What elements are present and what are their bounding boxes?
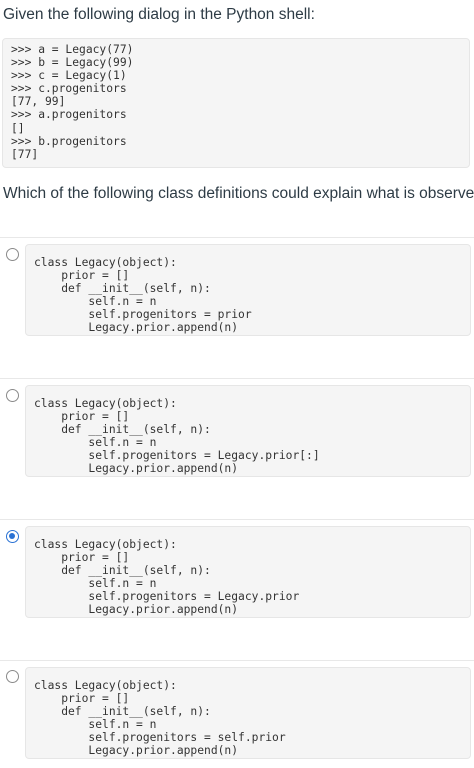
option-divider <box>0 237 474 238</box>
option-code-line: self.progenitors = Legacy.prior <box>34 590 300 604</box>
question-text: Which of the following class definitions… <box>3 185 474 202</box>
shell-line: >>> b = Legacy(99) <box>11 56 134 70</box>
option-4-code-block[interactable]: class Legacy(object): prior = [] def __i… <box>25 667 471 759</box>
shell-line: >>> a = Legacy(77) <box>11 43 134 56</box>
shell-line: >>> a.progenitors <box>11 108 127 122</box>
option-code-line: self.n = n <box>34 436 157 450</box>
shell-line: [77] <box>11 147 39 161</box>
option-divider <box>0 660 474 661</box>
option-code-line: prior = [] <box>34 410 130 424</box>
option-code-line: prior = [] <box>34 551 130 565</box>
option-code-line: def __init__(self, n): <box>34 423 211 437</box>
option-code-line: prior = [] <box>34 269 130 283</box>
option-1-code-block[interactable]: class Legacy(object): prior = [] def __i… <box>25 244 471 336</box>
option-4-radio[interactable] <box>6 670 19 683</box>
option-divider <box>0 519 474 520</box>
option-code-line: def __init__(self, n): <box>34 705 211 719</box>
option-code-line: self.n = n <box>34 718 157 732</box>
option-code-line: class Legacy(object): <box>34 679 177 692</box>
option-code-line: Legacy.prior.append(n) <box>34 321 239 335</box>
option-code-line: class Legacy(object): <box>34 256 177 269</box>
option-code-line: def __init__(self, n): <box>34 564 211 578</box>
option-3-code-block[interactable]: class Legacy(object): prior = [] def __i… <box>25 526 471 618</box>
shell-dialog-code-block: >>> a = Legacy(77) >>> b = Legacy(99) >>… <box>2 38 470 168</box>
shell-line: >>> c = Legacy(1) <box>11 69 127 83</box>
option-code-line: Legacy.prior.append(n) <box>34 462 239 476</box>
option-code-line: class Legacy(object): <box>34 538 177 551</box>
question-prompt: Given the following dialog in the Python… <box>3 6 315 23</box>
shell-line: [77, 99] <box>11 95 66 109</box>
option-1-radio[interactable] <box>6 248 19 261</box>
shell-line: >>> c.progenitors <box>11 82 127 96</box>
option-code-line: Legacy.prior.append(n) <box>34 744 239 758</box>
option-code-line: def __init__(self, n): <box>34 282 211 296</box>
option-2-code-block[interactable]: class Legacy(object): prior = [] def __i… <box>25 385 471 477</box>
option-3-radio[interactable] <box>6 530 19 543</box>
option-2-radio[interactable] <box>6 389 19 402</box>
option-code-line: self.n = n <box>34 295 157 309</box>
option-code-line: self.n = n <box>34 577 157 591</box>
option-code-line: prior = [] <box>34 692 130 706</box>
option-divider <box>0 378 474 379</box>
shell-line: [] <box>11 121 25 135</box>
option-code-line: self.progenitors = self.prior <box>34 731 286 745</box>
shell-line: >>> b.progenitors <box>11 134 127 148</box>
option-code-line: class Legacy(object): <box>34 397 177 410</box>
option-code-line: self.progenitors = Legacy.prior[:] <box>34 449 320 463</box>
option-code-line: Legacy.prior.append(n) <box>34 603 239 617</box>
option-code-line: self.progenitors = prior <box>34 308 252 322</box>
